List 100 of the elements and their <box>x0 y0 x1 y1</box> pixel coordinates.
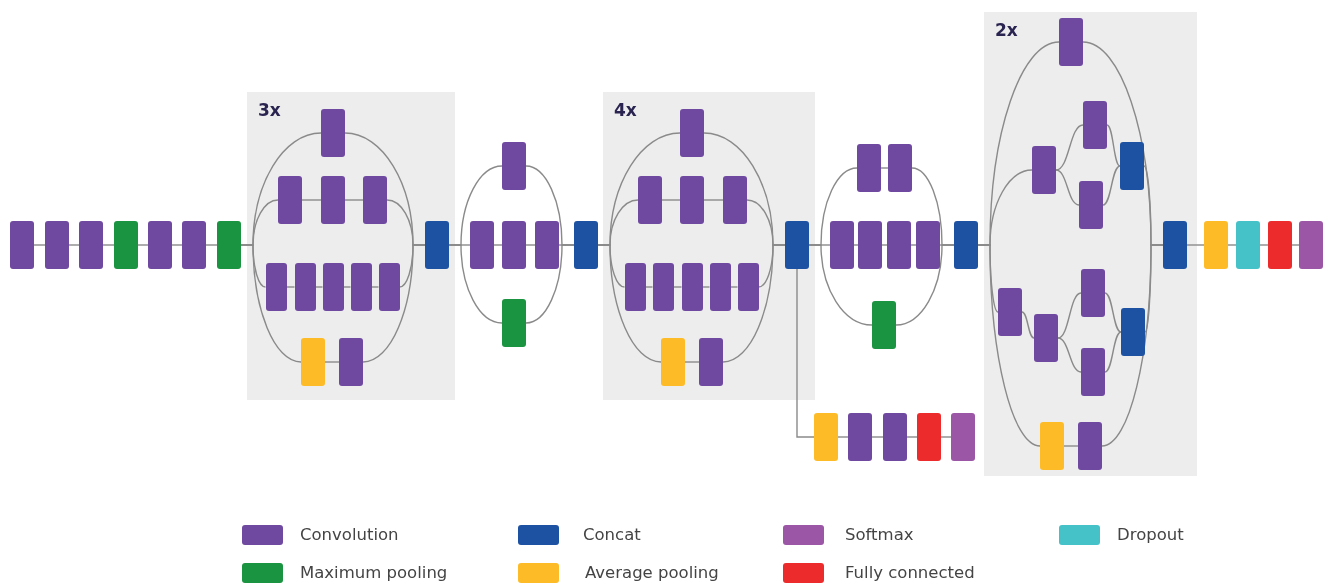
connector-line <box>722 244 786 363</box>
connector-line <box>301 199 322 201</box>
convolution-block <box>182 221 206 269</box>
connector-line <box>940 436 952 438</box>
repeat-count: 4x <box>614 102 637 119</box>
convolution-block <box>148 221 172 269</box>
connector-line <box>661 199 681 201</box>
connector-line <box>644 286 654 288</box>
convolution-block <box>265 263 287 311</box>
max-pooling-block <box>217 221 241 269</box>
convolution-block <box>294 263 316 311</box>
average-pooling-block <box>301 338 325 386</box>
concat-block <box>1121 308 1145 356</box>
connector-line <box>703 199 724 201</box>
convolution-block <box>79 221 103 269</box>
connector-line <box>102 244 115 246</box>
convolution-block <box>709 263 731 311</box>
convolution-block <box>321 109 345 157</box>
connector-line <box>910 244 917 246</box>
connector-line <box>1021 311 1035 339</box>
fully-connected-block <box>1268 221 1292 269</box>
connector-line <box>1291 244 1300 246</box>
connector-line <box>1104 292 1122 333</box>
convolution-block <box>378 263 400 311</box>
convolution-block <box>1034 314 1058 362</box>
convolution-block <box>321 176 345 224</box>
module-panel <box>247 92 455 400</box>
max-pooling-block <box>502 299 526 347</box>
connector-line <box>68 244 80 246</box>
convolution-block <box>278 176 302 224</box>
convolution-block <box>883 413 907 461</box>
connector-line <box>1227 244 1237 246</box>
convolution-block <box>1083 101 1107 149</box>
convolution-block <box>1078 422 1102 470</box>
connector-line <box>1106 124 1121 167</box>
convolution-block <box>10 221 34 269</box>
convolution-block <box>652 263 674 311</box>
average-pooling-block <box>661 338 685 386</box>
connector-line <box>344 199 364 201</box>
connector-line <box>1055 169 1080 206</box>
connector-line <box>1057 292 1082 339</box>
connector-line <box>1063 445 1079 447</box>
convolution-block <box>1059 18 1083 66</box>
connector-line <box>1259 244 1269 246</box>
connector-line <box>906 436 918 438</box>
connector-line <box>137 244 149 246</box>
convolution-block <box>998 288 1022 336</box>
connector-line <box>701 286 711 288</box>
connector-line <box>525 244 575 324</box>
connector-line <box>837 436 849 438</box>
connector-line <box>1057 337 1082 373</box>
repeat-count: 3x <box>258 102 281 119</box>
average-pooling-block <box>814 413 838 461</box>
connector-line <box>871 436 884 438</box>
module-panel <box>984 12 1197 476</box>
convolution-block <box>1032 146 1056 194</box>
connector-line <box>796 268 815 438</box>
convolution-block <box>916 221 940 269</box>
module-panel <box>603 92 815 400</box>
convolution-block <box>502 221 526 269</box>
connector-line <box>1102 165 1121 206</box>
max-pooling-block <box>872 301 896 349</box>
connector-line <box>314 286 324 288</box>
convolution-block <box>1079 181 1103 229</box>
connector-line <box>205 244 218 246</box>
convolution-block <box>350 263 372 311</box>
connector-line <box>1101 244 1164 447</box>
connector-line <box>362 244 426 363</box>
convolution-block <box>680 176 704 224</box>
concat-block <box>1120 142 1144 190</box>
convolution-block <box>699 338 723 386</box>
legend-label: Average pooling <box>585 563 719 583</box>
softmax-block <box>1299 221 1323 269</box>
convolution-block <box>502 142 526 190</box>
concat-block <box>785 221 809 269</box>
convolution-block <box>339 338 363 386</box>
convolution-block <box>680 109 704 157</box>
convolution-block <box>45 221 69 269</box>
convolution-block <box>638 176 662 224</box>
average-pooling-block <box>1204 221 1228 269</box>
repeat-count: 2x <box>995 22 1018 39</box>
fully-connected-block <box>917 413 941 461</box>
convolution-block <box>858 221 882 269</box>
convolution-block <box>848 413 872 461</box>
convolution-block <box>322 263 344 311</box>
average-pooling-block <box>1040 422 1064 470</box>
softmax-block <box>951 413 975 461</box>
convolution-block <box>535 221 559 269</box>
connector-line <box>342 286 352 288</box>
legend-label: Concat <box>583 525 641 545</box>
convolution-block <box>363 176 387 224</box>
connector-line <box>1055 124 1084 171</box>
legend-label: Fully connected <box>845 563 975 583</box>
connector-line <box>881 244 888 246</box>
connector-line <box>729 286 739 288</box>
concat-block <box>1163 221 1187 269</box>
legend-label: Dropout <box>1117 525 1184 545</box>
connector-line <box>171 244 183 246</box>
connector-line <box>33 244 46 246</box>
connector-line <box>525 244 536 246</box>
